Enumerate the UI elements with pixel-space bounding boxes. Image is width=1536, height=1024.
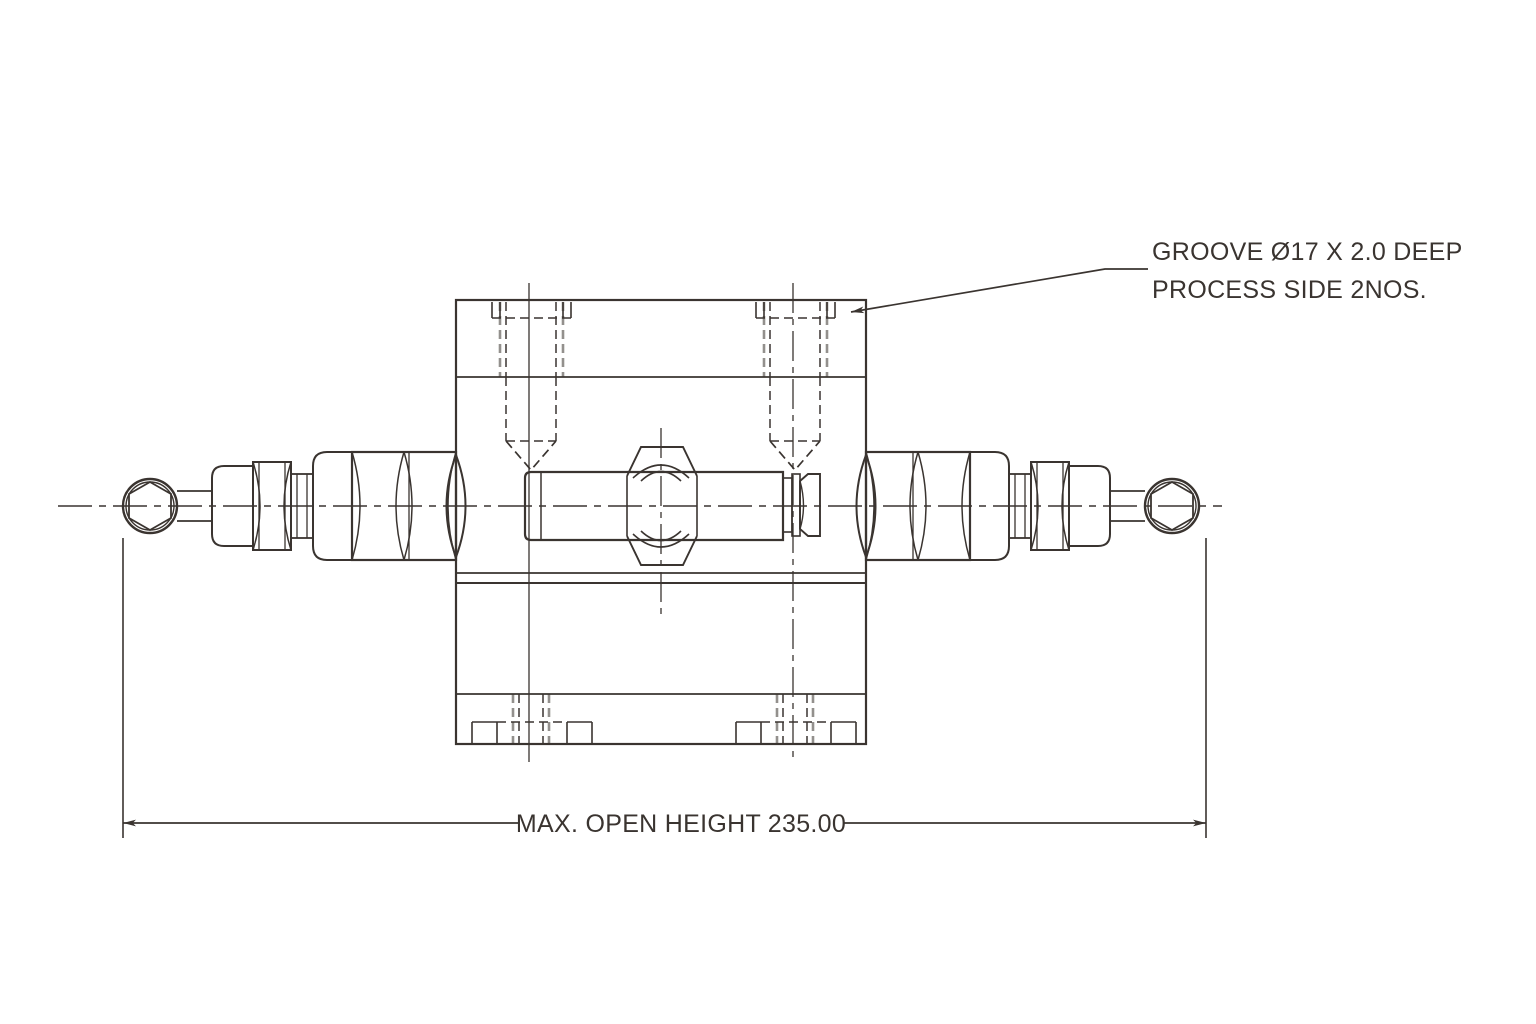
center-hex-nut (626, 446, 698, 566)
right-end-cap (1143, 477, 1201, 535)
center-bolt-head (782, 473, 821, 537)
groove-note-leader (850, 268, 1148, 314)
top-tapped-hole-left (491, 302, 572, 472)
left-tube-fitting (121, 450, 458, 562)
overall-dimension-label: MAX. OPEN HEIGHT 235.00 (516, 810, 846, 838)
left-large-hex-nut (350, 450, 458, 562)
left-end-cap (121, 477, 179, 535)
groove-note-line-1: GROOVE Ø17 X 2.0 DEEP (1152, 238, 1463, 266)
left-spacer-collar (290, 473, 314, 539)
center-bolt-assembly (523, 446, 821, 566)
right-large-hex-nut (864, 450, 972, 562)
bottom-tapped-hole-right (735, 694, 857, 744)
left-tube-stem (177, 490, 212, 522)
bottom-tapped-hole-left (471, 694, 593, 744)
right-tube-fitting (864, 450, 1201, 562)
body-hole-axes (528, 283, 794, 762)
right-tube-stem (1110, 490, 1145, 522)
overall-dimension (122, 538, 1207, 838)
top-tapped-hole-right (755, 302, 836, 472)
groove-note-line-2: PROCESS SIDE 2NOS. (1152, 276, 1427, 304)
